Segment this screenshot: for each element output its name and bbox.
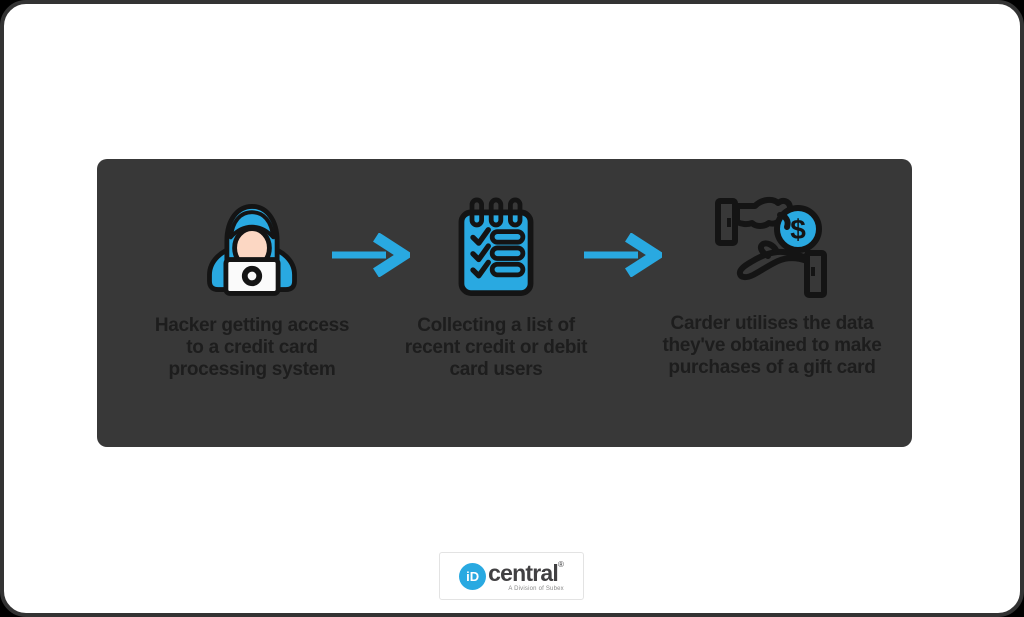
idcentral-logo-mark: iD (459, 563, 487, 590)
idcentral-logo: iD central ® A Division of Subex (439, 552, 584, 600)
caption-line: Carder utilises the data (670, 313, 874, 334)
step-1-hacker-access: Hacker getting access to a credit card p… (137, 189, 367, 381)
step-3-carder-purchase: $ Carder utilises the data they've obtai… (657, 189, 887, 379)
caption-line: Collecting a list of (417, 315, 575, 336)
caption-line: purchases of a gift card (668, 357, 876, 378)
idcentral-logo-name: central (488, 560, 559, 586)
idcentral-logo-text: central ® A Division of Subex (488, 560, 564, 592)
flow-panel: Hacker getting access to a credit card p… (97, 159, 912, 447)
idcentral-logo-inner: iD central ® A Division of Subex (459, 560, 564, 592)
caption-line: processing system (168, 359, 336, 380)
svg-text:$: $ (790, 214, 806, 245)
checklist-notepad-icon (458, 197, 534, 296)
caption-line: card users (449, 359, 543, 380)
caption-line: recent credit or debit (404, 337, 588, 358)
caption-line: they've obtained to make (662, 335, 882, 356)
registered-trademark-symbol: ® (557, 560, 564, 569)
arrow-right-icon (584, 233, 662, 277)
arrow-right-icon (332, 233, 410, 277)
caption-line: Hacker getting access (154, 315, 350, 336)
step-caption: Carder utilises the data they've obtaine… (657, 313, 887, 379)
hacker-laptop-icon (207, 203, 297, 296)
hands-exchange-money-icon: $ (715, 196, 827, 298)
logo-tagline: A Division of Subex (508, 586, 564, 592)
caption-line: to a credit card (186, 337, 318, 358)
step-caption: Collecting a list of recent credit or de… (381, 315, 611, 381)
step-caption: Hacker getting access to a credit card p… (137, 315, 367, 381)
step-2-collect-list: Collecting a list of recent credit or de… (381, 189, 611, 381)
